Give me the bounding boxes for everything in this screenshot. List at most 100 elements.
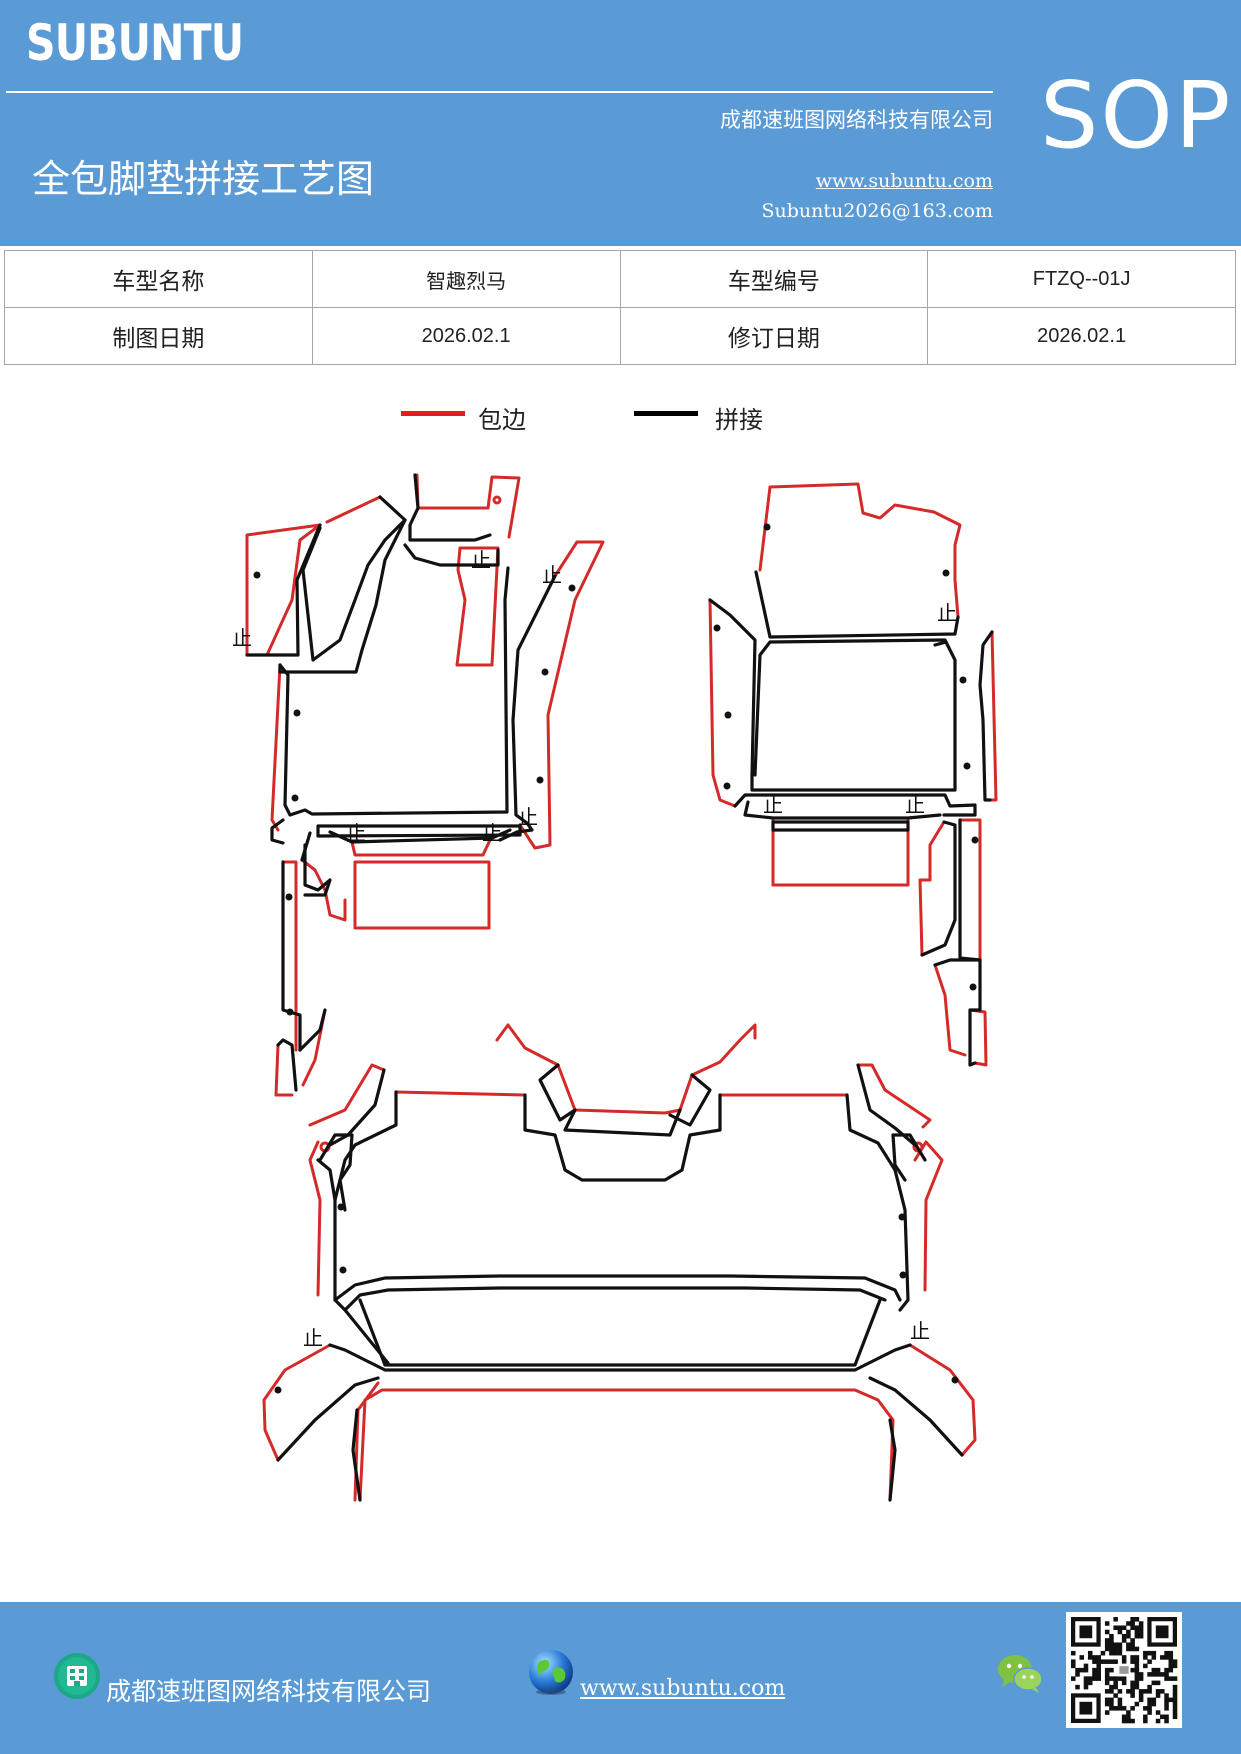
marker-dots [253, 523, 979, 1394]
edge-line [415, 473, 521, 539]
seam-line [708, 598, 957, 792]
seam-line [270, 818, 285, 845]
seam-line [771, 820, 910, 832]
seam-line [358, 1298, 882, 1367]
seam-line [298, 1008, 327, 1052]
legend-seam-label: 拼接 [715, 407, 763, 434]
seam-line [845, 1093, 910, 1312]
model-name-value: 智趣烈马 [311, 250, 621, 308]
edge-line [455, 546, 500, 667]
marker-dot [713, 624, 721, 632]
seam-line [318, 1133, 354, 1212]
marker-dot [285, 893, 293, 901]
marker-dot [723, 782, 731, 790]
edge-line [988, 630, 998, 802]
stop-mark: 止 [482, 821, 502, 845]
edge-line [308, 1063, 386, 1127]
marker-dot [899, 1271, 907, 1279]
marker-dot [763, 523, 771, 531]
edge-line [281, 860, 298, 1052]
seam-line [333, 1274, 902, 1302]
stop-mark: 止 [905, 793, 925, 817]
edge-line [771, 818, 910, 887]
edge-line [300, 858, 347, 922]
table-row: 制图日期 2026.02.1 修订日期 2026.02.1 [4, 307, 1236, 365]
seam-line [276, 1038, 298, 1092]
seam-line [316, 1158, 337, 1202]
edge-line [518, 540, 605, 850]
edge-line [358, 1388, 895, 1502]
seam-line [733, 793, 977, 817]
seam-line [933, 958, 982, 1067]
seam-line [563, 1108, 682, 1137]
header-email: Subuntu2026@163.com [761, 200, 993, 222]
edge-line [908, 1343, 977, 1457]
edge-ring [492, 495, 502, 505]
seam-line [933, 640, 948, 647]
seam-line [316, 824, 522, 838]
edge-line [768, 482, 962, 619]
building-icon [54, 1653, 100, 1699]
header-website-link[interactable]: www.subuntu.com [815, 170, 993, 192]
marker-dot [951, 1376, 959, 1384]
marker-dot [942, 569, 950, 577]
footer-company-name: 成都速班图网络科技有限公司 [106, 1677, 432, 1706]
edge-line [495, 1023, 757, 1115]
marker-dot [568, 584, 576, 592]
marker-dot [959, 676, 967, 684]
qr-code-icon[interactable] [1066, 1612, 1182, 1728]
marker-dot [293, 709, 301, 717]
seam-line [278, 566, 510, 817]
seam-line [523, 1093, 722, 1182]
edge-line [308, 1140, 322, 1297]
edge-line [913, 1140, 944, 1292]
seam-line [891, 1133, 927, 1182]
header-divider [6, 91, 993, 93]
seam-line [328, 1343, 912, 1372]
edge-line [918, 820, 946, 957]
header-company-name: 成都速班图网络科技有限公司 [720, 108, 993, 132]
page-title: 全包脚垫拼接工艺图 [32, 157, 375, 201]
edge-lines [245, 473, 998, 1502]
marker-dot [963, 762, 971, 770]
draw-date-label: 制图日期 [4, 307, 313, 365]
seam-line [888, 1418, 897, 1502]
legend: 包边 拼接 [0, 400, 1241, 440]
edge-line [274, 1043, 294, 1097]
seam-line [408, 473, 492, 542]
footer-banner: 成都速班图网络科技有限公司 www.subuntu.com [0, 1602, 1241, 1754]
marker-dot [286, 1008, 294, 1016]
seam-line [276, 1376, 380, 1462]
footer-website-link[interactable]: www.subuntu.com [580, 1676, 786, 1701]
brand-logo-text: SUBUNTU [26, 14, 244, 72]
marker-dot [971, 836, 979, 844]
sop-badge: SOP [1040, 62, 1233, 169]
seam-lines [245, 473, 994, 1502]
marker-dot [536, 776, 544, 784]
draw-date-value: 2026.02.1 [311, 307, 621, 365]
globe-icon [529, 1650, 573, 1695]
edge-line [353, 860, 491, 930]
seam-line [668, 1073, 712, 1127]
marker-dot [291, 794, 299, 802]
seam-line [328, 828, 512, 844]
stop-mark: 止 [471, 548, 491, 572]
seam-line [301, 495, 407, 662]
revise-date-value: 2026.02.1 [927, 307, 1236, 365]
seam-line [303, 843, 332, 897]
marker-dot [541, 668, 549, 676]
edge-line [270, 663, 282, 832]
legend-edge-swatch [401, 411, 465, 416]
marker-dot [339, 1266, 347, 1274]
stop-mark: 止 [303, 1326, 323, 1350]
wechat-icon[interactable] [996, 1652, 1044, 1696]
stop-mark: 止 [937, 601, 957, 625]
edge-line [958, 818, 982, 962]
table-row: 车型名称 智趣烈马 车型编号 FTZQ--01J [4, 250, 1236, 308]
model-code-label: 车型编号 [619, 250, 929, 308]
seam-line [978, 630, 994, 802]
seam-line [743, 800, 942, 820]
edge-line [856, 1063, 932, 1129]
stop-mark: 止 [542, 563, 562, 587]
floor-mat-diagram: 止 止 止 止 止 止 止 止 止 止 止 [232, 473, 998, 1502]
